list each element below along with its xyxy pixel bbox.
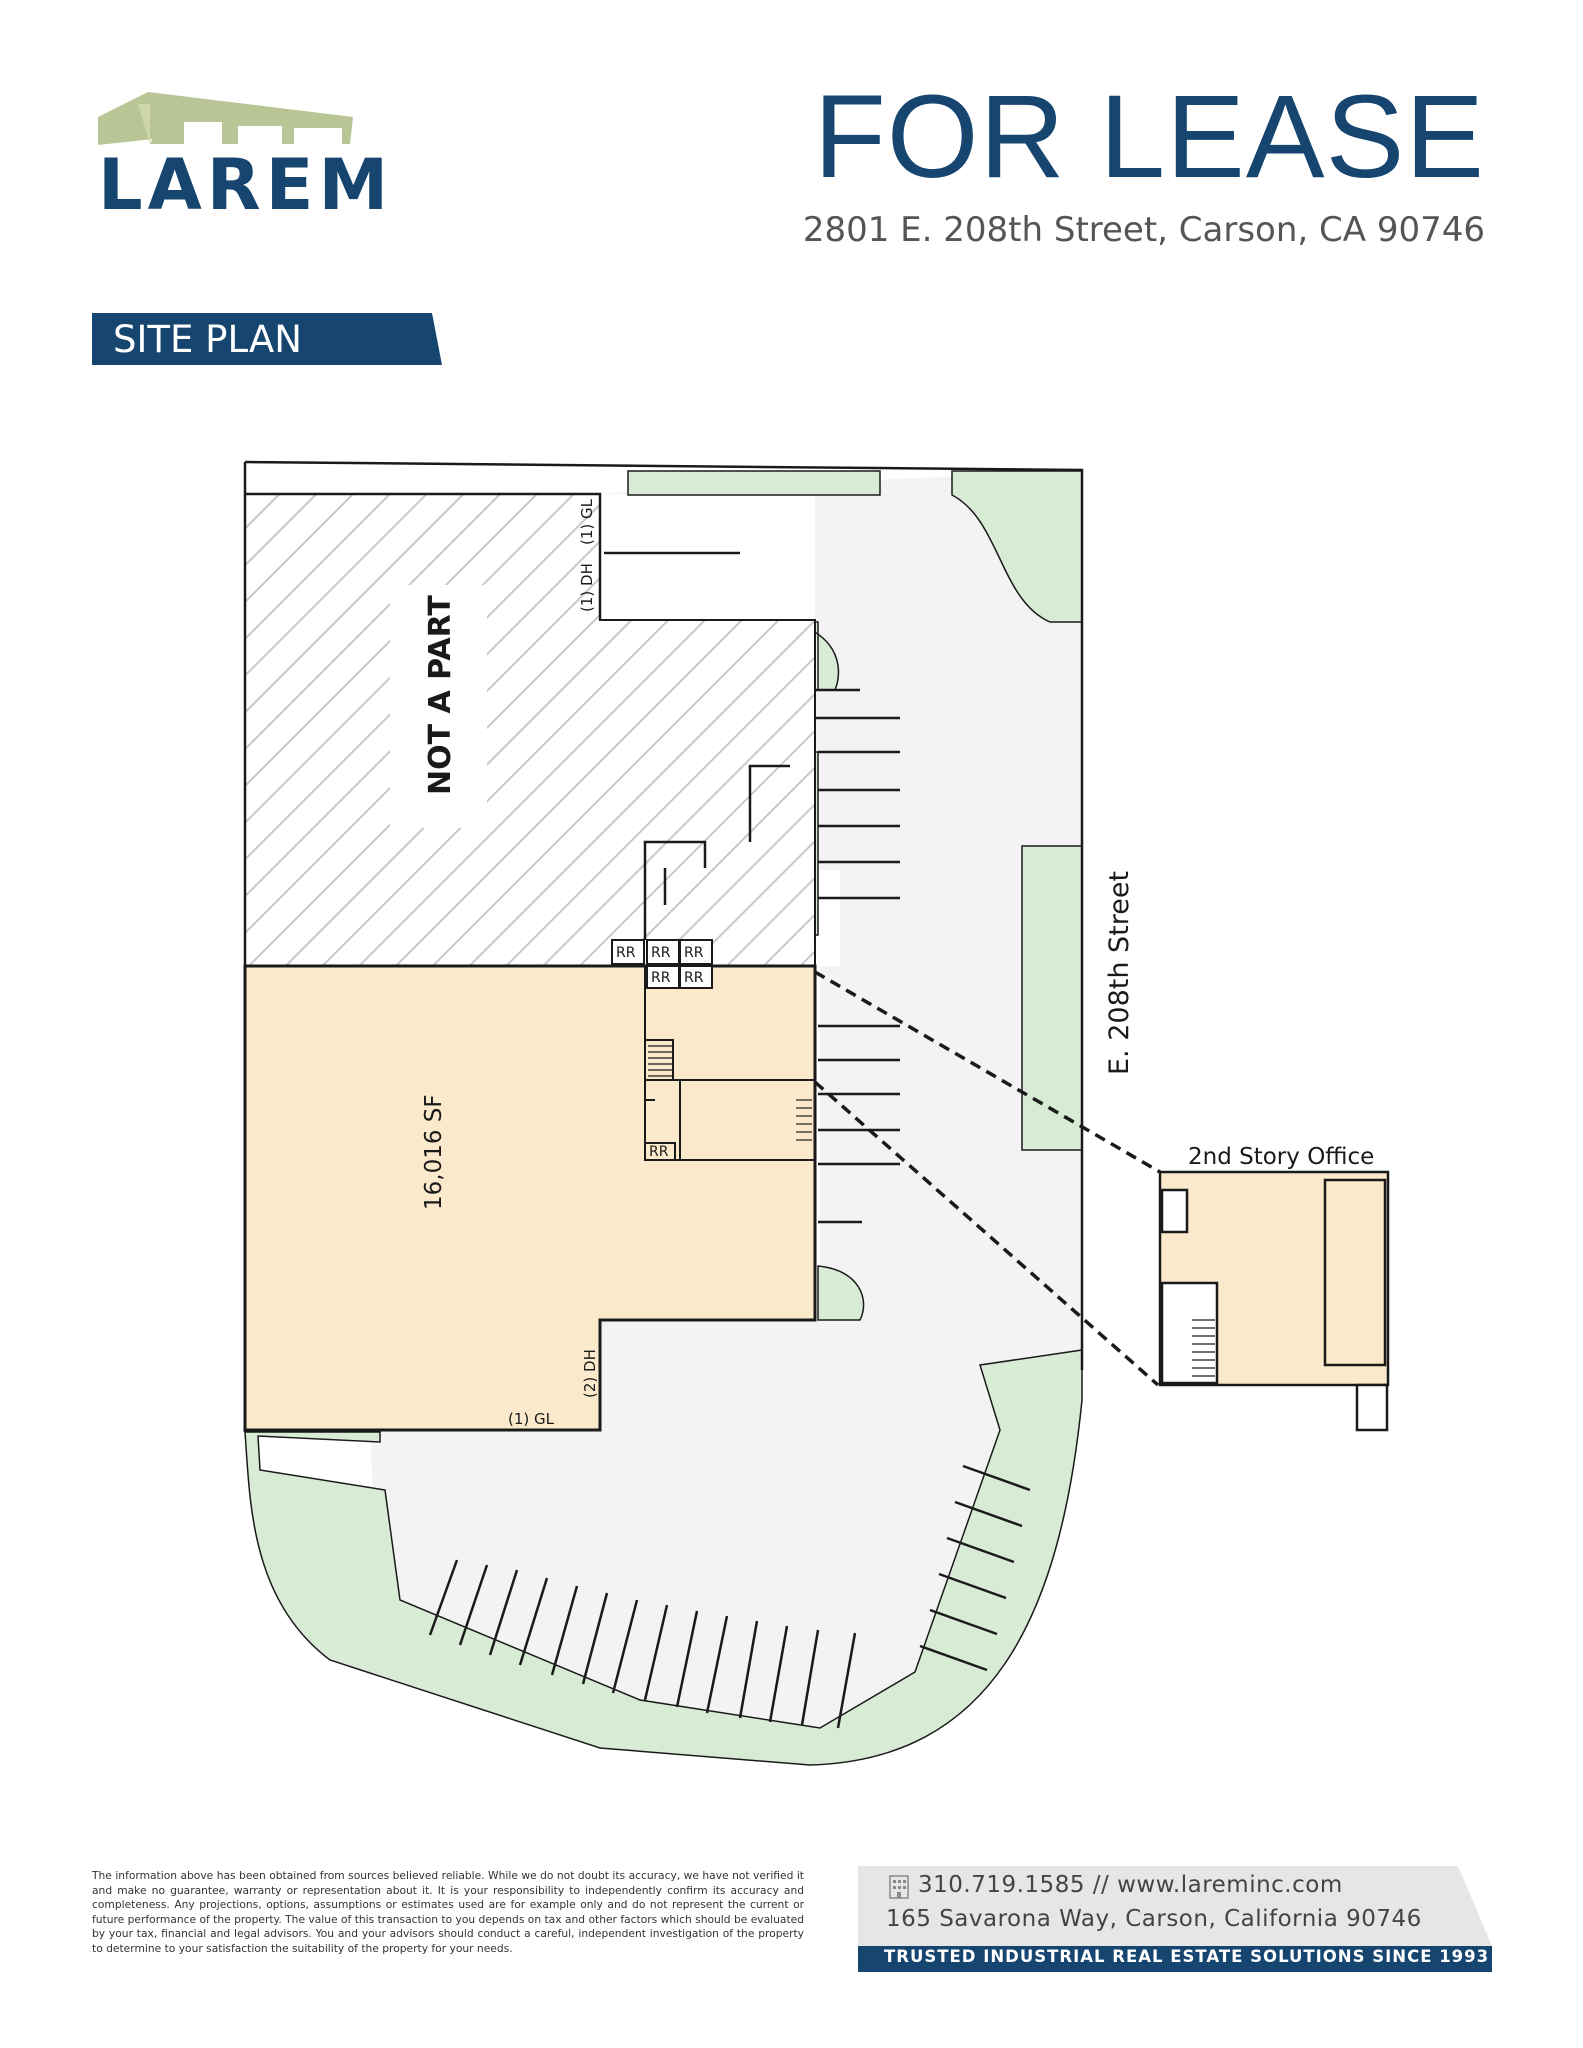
restroom-label: RR <box>616 945 636 961</box>
parking-stalls <box>428 551 1031 1729</box>
restroom-label: RR <box>649 1144 669 1160</box>
page-title: FOR LEASE <box>813 71 1485 203</box>
upper-wing <box>643 764 790 940</box>
section-title: SITE PLAN <box>113 318 302 361</box>
door-label-top-dh: (1) DH <box>578 563 596 612</box>
restroom-labels: RR RR RR RR RR RR <box>616 945 704 1160</box>
parking-paving <box>370 470 1082 1760</box>
logo-wordmark: LAREM <box>98 144 394 226</box>
disclaimer-text: The information above has been obtained … <box>92 1869 804 1955</box>
contact-phone-web: 310.719.1585 // www.lareminc.com <box>918 1872 1343 1898</box>
office-interior <box>644 965 816 1161</box>
door-label-top-gl: (1) GL <box>578 498 596 545</box>
not-a-part-label: NOT A PART <box>423 595 458 795</box>
larem-logo: LAREM <box>98 92 388 222</box>
property-boundary <box>243 460 1084 1432</box>
not-a-part-label-box <box>390 585 487 828</box>
section-banner <box>92 313 442 365</box>
company-tagline: TRUSTED INDUSTRIAL REAL ESTATE SOLUTIONS… <box>884 1947 1490 1966</box>
restroom-label: RR <box>651 945 671 961</box>
door-label-bottom-dh: (2) DH <box>581 1349 599 1398</box>
restroom-label: RR <box>684 945 704 961</box>
contact-panel <box>858 1866 1492 1972</box>
inset-leaders <box>813 970 1161 1387</box>
second-story-office-inset <box>1158 1170 1390 1432</box>
not-a-part-area <box>244 493 816 967</box>
inset-label: 2nd Story Office <box>1188 1144 1374 1170</box>
property-address: 2801 E. 208th Street, Carson, CA 90746 <box>802 210 1485 250</box>
stairs-main <box>648 1039 812 1141</box>
restroom-label: RR <box>651 970 671 986</box>
building-icon <box>889 1875 909 1899</box>
street-label: E. 208th Street <box>1104 871 1135 1075</box>
restrooms <box>611 939 713 989</box>
building-area-label: 16,016 SF <box>421 1094 447 1210</box>
restroom-label: RR <box>684 970 704 986</box>
door-label-bottom-gl: (1) GL <box>508 1410 555 1428</box>
logo-mark <box>98 92 353 145</box>
inset-stairs <box>1192 1319 1215 1377</box>
contact-address: 165 Savarona Way, Carson, California 907… <box>886 1906 1422 1932</box>
